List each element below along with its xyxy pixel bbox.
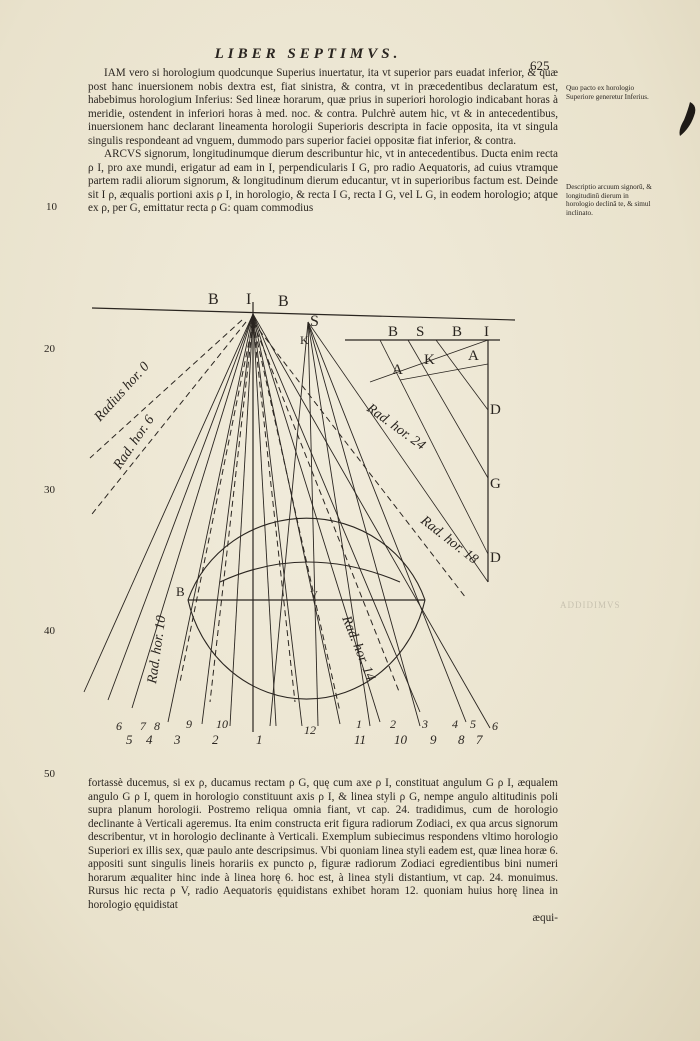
margin-note-2: Descriptio arcuum signorū, & longitudinū… bbox=[566, 183, 652, 217]
line-number-10: 10 bbox=[46, 201, 57, 213]
paragraph-inversion: IAM vero si horologium quodcunque Superi… bbox=[88, 67, 558, 147]
dashed-radius-lines bbox=[89, 319, 467, 713]
line-number-20: 20 bbox=[44, 343, 55, 355]
right-label-a2: A bbox=[468, 348, 479, 364]
ink-smudge-icon bbox=[679, 102, 696, 136]
top-horizontal-line bbox=[91, 307, 516, 321]
hour-number-top-6b: 6 bbox=[492, 719, 498, 733]
right-label-a1: A bbox=[392, 362, 403, 378]
diagram-label-b-right: B bbox=[278, 293, 289, 310]
right-label-b2: B bbox=[452, 324, 462, 340]
diagram-label-b-middle: B bbox=[176, 584, 185, 599]
diagram-label-b-left: B bbox=[208, 291, 219, 308]
line-number-50: 50 bbox=[44, 768, 55, 780]
running-header-title: LIBER SEPTIMVS. bbox=[214, 46, 402, 62]
hour-number-top-1: 1 bbox=[356, 717, 362, 731]
label-rad-hor-6: Rad. hor. 6 bbox=[110, 413, 157, 473]
catchword: æqui- bbox=[532, 912, 558, 925]
paragraph-fortasse: fortassè ducemus, si ex ρ, ducamus recta… bbox=[88, 777, 558, 911]
diagram-label-i: I bbox=[246, 291, 251, 308]
hour-number-bottom-7: 7 bbox=[476, 732, 483, 747]
sundial-construction-diagram: B I B S B S B I A K A D G D K B V Radius… bbox=[83, 291, 516, 747]
hour-number-top-9: 9 bbox=[186, 717, 192, 731]
margin-note-1: Quo pacto ex horologio Superiore generet… bbox=[566, 84, 649, 101]
hour-number-bottom-1: 1 bbox=[256, 732, 263, 747]
hour-number-bottom-9: 9 bbox=[430, 732, 437, 747]
right-label-d2: D bbox=[490, 550, 501, 566]
hour-number-bottom-11: 11 bbox=[354, 732, 366, 747]
right-construction-lines bbox=[307, 321, 489, 583]
diagram-label-v: V bbox=[310, 589, 318, 601]
hour-number-top-4: 4 bbox=[452, 717, 458, 731]
bleed-through-text: ADDIDIMVS bbox=[560, 600, 621, 610]
hour-number-bottom-3: 3 bbox=[173, 732, 181, 747]
line-number-40: 40 bbox=[44, 625, 55, 637]
hour-number-top-8: 8 bbox=[154, 719, 160, 733]
hour-number-top-5: 5 bbox=[470, 717, 476, 731]
diagram-label-s: S bbox=[310, 313, 319, 330]
label-rad-hor-10: Rad. hor. 10 bbox=[145, 615, 170, 686]
right-label-d1: D bbox=[490, 402, 501, 418]
hour-number-top-3: 3 bbox=[421, 717, 428, 731]
page-number: 625 bbox=[530, 58, 550, 73]
hour-number-top-10: 10 bbox=[216, 717, 228, 731]
zodiac-arcs bbox=[187, 517, 426, 700]
hour-number-bottom-10: 10 bbox=[394, 732, 408, 747]
hour-number-bottom-5: 5 bbox=[126, 732, 133, 747]
hour-number-top-7: 7 bbox=[140, 719, 147, 733]
line-number-30: 30 bbox=[44, 484, 55, 496]
right-label-g: G bbox=[490, 476, 501, 492]
hour-number-top-6a: 6 bbox=[116, 719, 122, 733]
right-label-k: K bbox=[424, 352, 435, 368]
right-label-i: I bbox=[484, 324, 489, 340]
hour-number-bottom-2: 2 bbox=[212, 732, 219, 747]
hour-number-top-12: 12 bbox=[304, 723, 316, 737]
radiating-hour-lines bbox=[83, 313, 491, 729]
hour-number-bottom-8: 8 bbox=[458, 732, 465, 747]
hour-number-bottom-4: 4 bbox=[146, 732, 153, 747]
hour-number-top-2: 2 bbox=[390, 717, 396, 731]
diagram-label-k: K bbox=[300, 333, 309, 347]
text-block-top: IAM vero si horologium quodcunque Superi… bbox=[88, 67, 558, 216]
right-label-b1: B bbox=[388, 324, 398, 340]
text-block-bottom: fortassè ducemus, si ex ρ, ducamus recta… bbox=[88, 777, 558, 926]
right-label-s: S bbox=[416, 324, 424, 340]
label-rad-hor-24: Rad. hor. 24 bbox=[363, 401, 428, 454]
paragraph-arcus: ARCVS signorum, longitudinumque dierum d… bbox=[88, 148, 558, 215]
